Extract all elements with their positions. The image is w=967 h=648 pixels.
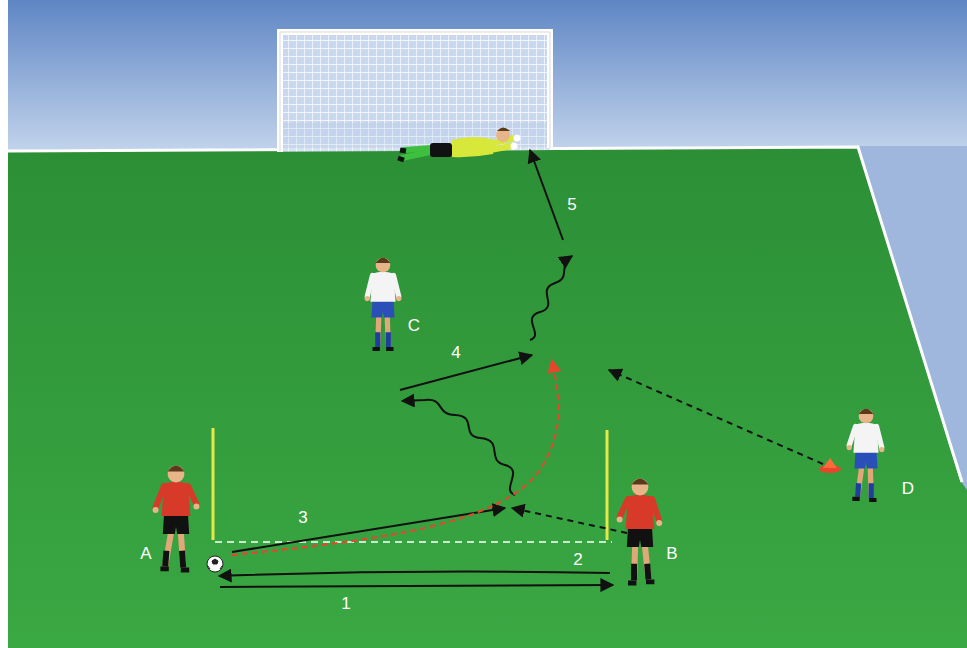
label-holder: 5	[567, 196, 576, 213]
player-figure	[153, 466, 200, 570]
pitch-line	[8, 147, 962, 482]
player-letter: D	[902, 480, 914, 497]
gate-line	[215, 541, 612, 543]
label-holder: 2	[573, 551, 582, 568]
run-path	[232, 360, 559, 555]
pitch	[8, 146, 967, 648]
callout-number: 3	[298, 509, 307, 526]
player-figure	[617, 479, 663, 583]
label-holder: A	[140, 545, 151, 562]
callout-number: 4	[451, 344, 460, 361]
player-letter: C	[408, 317, 420, 334]
ball	[207, 556, 223, 572]
label-holder: B	[666, 545, 677, 562]
callout-number: 1	[341, 595, 350, 612]
movement-arrows	[219, 150, 823, 587]
label-holder: C	[408, 317, 420, 334]
callout-number: 2	[573, 551, 582, 568]
label-holder: 3	[298, 509, 307, 526]
player-figure	[365, 258, 402, 349]
callout-number: 5	[567, 196, 576, 213]
back-wall	[8, 0, 967, 160]
goalkeeper-figure	[398, 128, 521, 161]
player-letter: B	[666, 545, 677, 562]
player-figure	[847, 409, 885, 500]
cone	[819, 458, 841, 473]
label-holder: 4	[451, 344, 460, 361]
player-letter: A	[140, 545, 151, 562]
label-holder: D	[902, 480, 914, 497]
label-holder: 1	[341, 595, 350, 612]
goal	[280, 32, 550, 152]
